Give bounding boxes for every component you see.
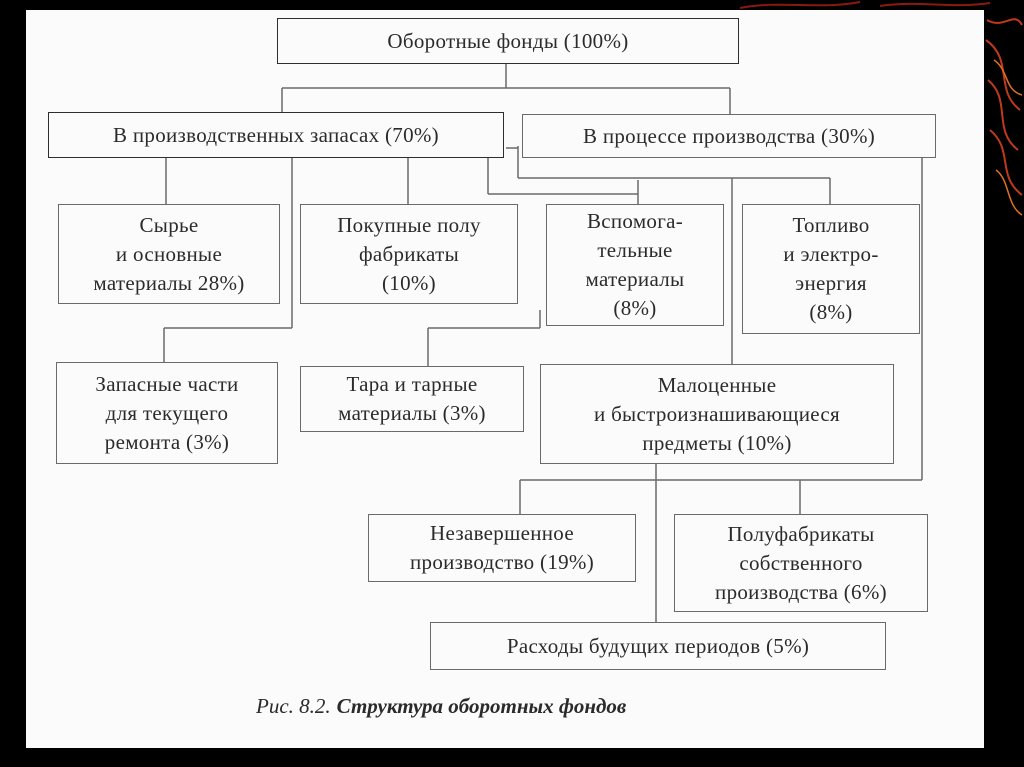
stocks-group-box: В производственных запасах (70%) <box>48 112 504 158</box>
own-semi-products-box: Полуфабрикаты собственного производства … <box>674 514 928 612</box>
root-box: Оборотные фонды (100%) <box>277 18 739 64</box>
caption-number: Рис. 8.2. <box>256 694 331 718</box>
figure-caption: Рис. 8.2.Структура оборотных фондов <box>256 694 816 724</box>
auxiliary-materials-box: Вспомога- тельные материалы (8%) <box>546 204 724 326</box>
containers-box: Тара и тарные материалы (3%) <box>300 366 524 432</box>
bought-semi-products-box: Покупные полу фабрикаты (10%) <box>300 204 518 304</box>
spare-parts-box: Запасные части для текущего ремонта (3%) <box>56 362 278 464</box>
low-value-items-box: Малоценные и быстроизнашивающиеся предме… <box>540 364 894 464</box>
future-expenses-box: Расходы будущих периодов (5%) <box>430 622 886 670</box>
work-in-progress-box: Незавершенное производство (19%) <box>368 514 636 582</box>
process-group-box: В процессе производства (30%) <box>522 114 936 158</box>
fuel-energy-box: Топливо и электро- энергия (8%) <box>742 204 920 334</box>
caption-title: Структура оборотных фондов <box>337 694 627 718</box>
raw-materials-box: Сырье и основные материалы 28%) <box>58 204 280 304</box>
